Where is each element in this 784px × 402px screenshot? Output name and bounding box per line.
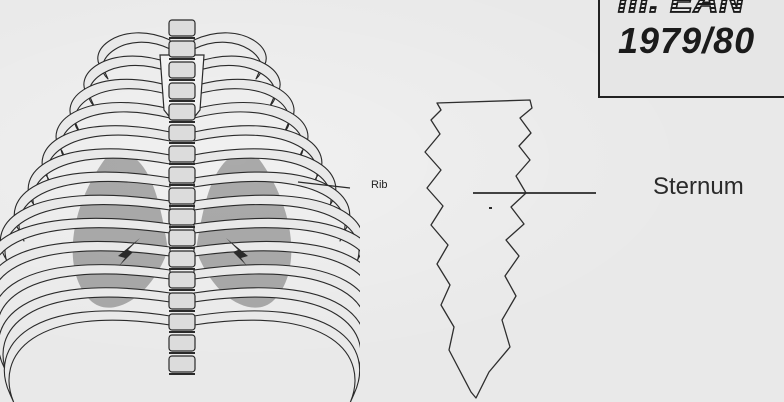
header-line-2: 1979/80 [618,20,755,62]
header-box: m. EAN 1979/80 [598,0,784,98]
sternum-outline [425,100,532,398]
sternum-label: Sternum [653,173,744,201]
rib-label: Rib [371,179,388,191]
header-line-1: m. EAN [618,0,745,21]
leader-mark [489,207,492,209]
